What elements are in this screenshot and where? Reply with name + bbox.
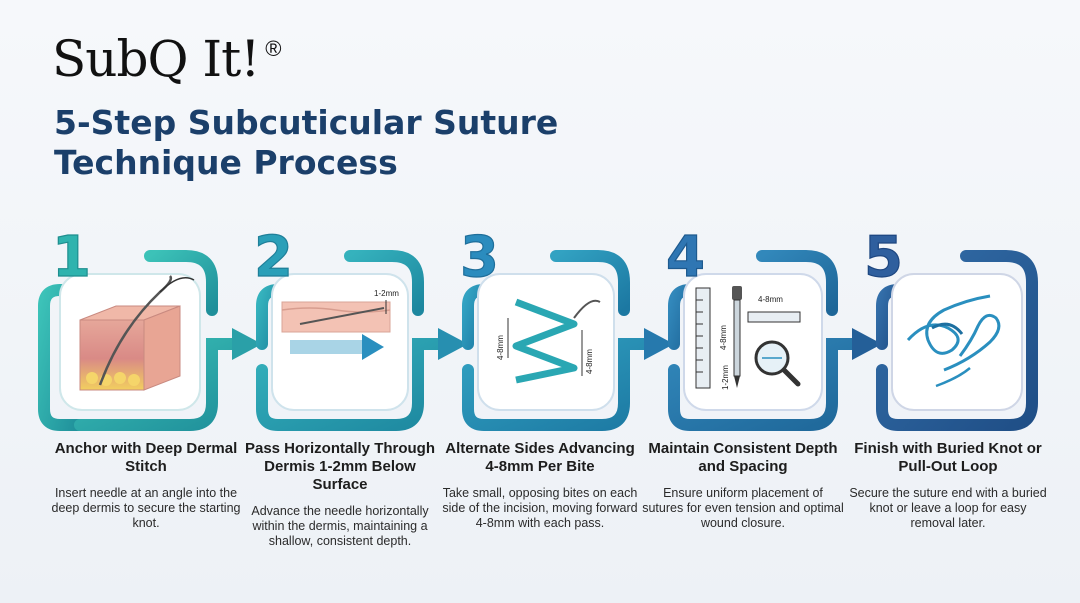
step-3-frame: 3 4-8mm 4-8mm [459,224,674,431]
step-5-number: 5 [864,225,903,290]
registered-mark: ® [265,36,281,61]
depth-label: 1-2mm [374,289,399,298]
step-1-frame: 1 [38,224,262,431]
step-1-description: Insert needle at an angle into the deep … [51,486,241,530]
step-2-number: 2 [254,225,293,290]
brand-name: SubQ It! [52,30,260,88]
page-title: 5-Step Subcuticular Suture Technique Pro… [54,103,654,183]
step-2-title: Pass Horizontally Through Dermis 1-2mm B… [244,440,436,493]
step-4-title: Maintain Consistent Depth and Spacing [648,440,838,475]
step-5-text: Finish with Buried Knot or Pull-Out Loop… [846,440,1050,531]
step-5-title: Finish with Buried Knot or Pull-Out Loop [854,440,1042,475]
bite-label-left: 4-8mm [496,335,505,360]
step-1-text: Anchor with Deep Dermal Stitch Insert ne… [44,440,248,531]
step-3-number: 3 [460,225,499,290]
step-4-frame: 4 1-2mm 4-8mm 4-8mm [665,224,882,431]
step-2-frame: 2 1-2mm [253,224,468,431]
step-4-text: Maintain Consistent Depth and Spacing En… [641,440,845,531]
title-line-1: 5-Step Subcuticular Suture [54,103,559,142]
step-4-description: Ensure uniform placement of sutures for … [642,486,844,530]
horizontal-pass-icon: 1-2mm [281,289,399,360]
step-3-text: Alternate Sides Advancing 4-8mm Per Bite… [438,440,642,531]
ruler-magnifier-icon: 1-2mm 4-8mm 4-8mm [695,286,801,390]
title-line-2: Technique Process [54,143,398,182]
spacing-label: 4-8mm [758,295,783,304]
step-2-description: Advance the needle horizontally within t… [251,504,429,548]
step-5-frame: 5 [863,224,1038,431]
length-label: 4-8mm [719,325,728,350]
buried-knot-icon [906,294,1001,388]
step-1-title: Anchor with Deep Dermal Stitch [54,440,238,475]
step-5-description: Secure the suture end with a buried knot… [849,486,1047,530]
step-1-number: 1 [52,225,91,290]
step-3-title: Alternate Sides Advancing 4-8mm Per Bite [445,440,635,475]
depth-label: 1-2mm [721,365,730,390]
brand-logo: SubQ It!® [52,30,282,88]
bite-label-right: 4-8mm [585,349,594,374]
step-4-number: 4 [666,225,705,290]
zigzag-suture-icon: 4-8mm 4-8mm [496,298,601,384]
process-flow: 1 2 1-2mm 3 [38,224,1038,431]
step-3-description: Take small, opposing bites on each side … [442,486,638,530]
skin-layers-needle-icon [79,275,195,391]
step-2-text: Pass Horizontally Through Dermis 1-2mm B… [238,440,442,549]
